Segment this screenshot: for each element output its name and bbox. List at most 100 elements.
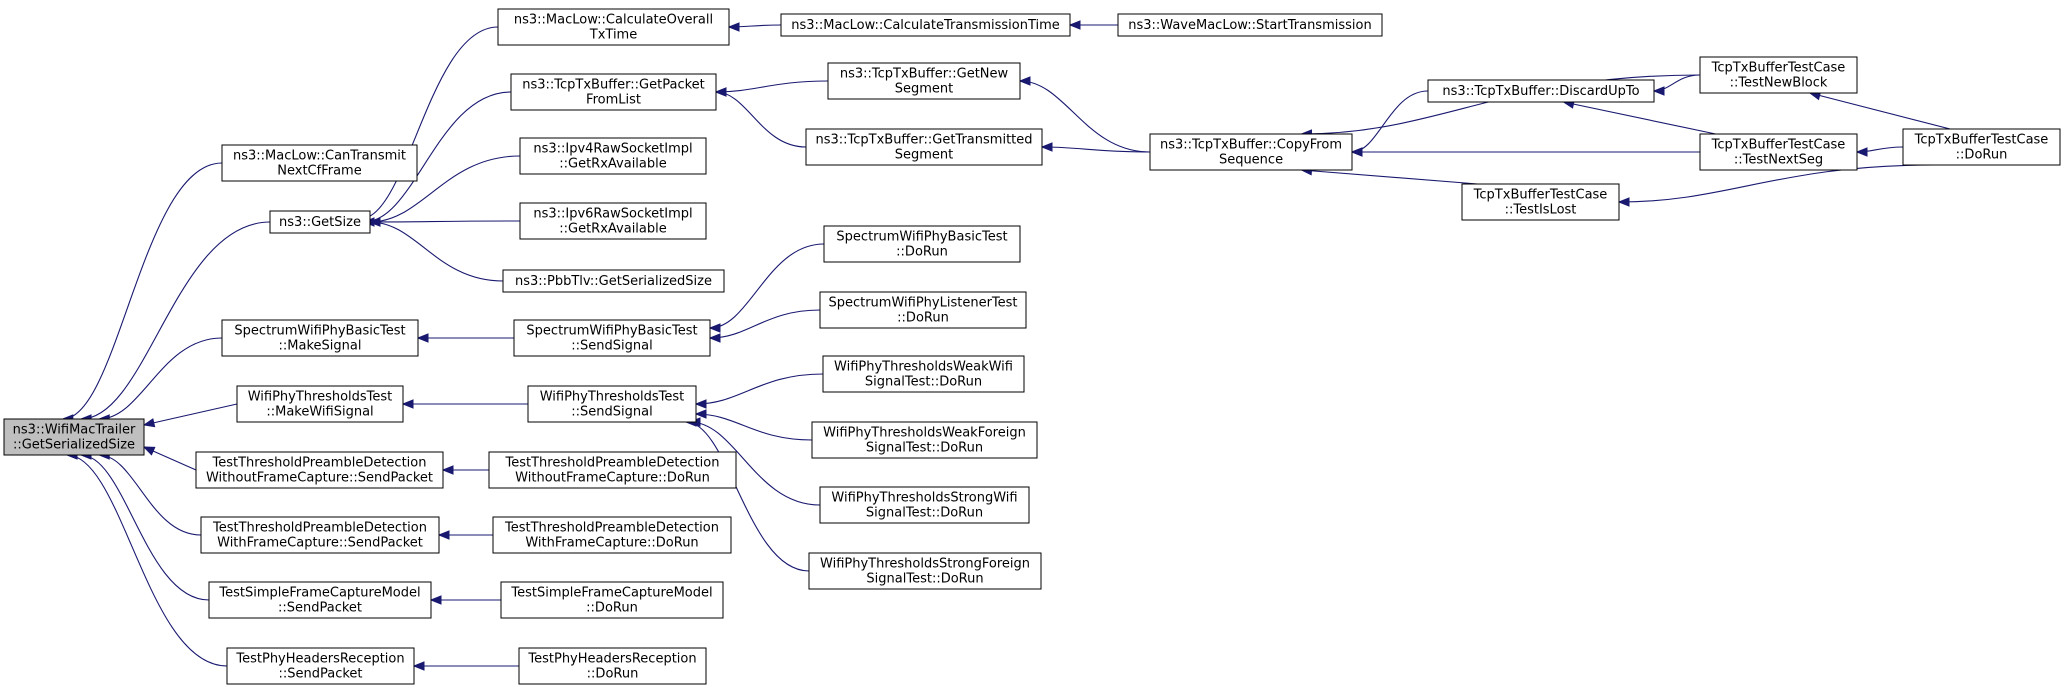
node-tpd_with_dorun[interactable]: TestThresholdPreambleDetectionWithFrameC… (492, 516, 732, 554)
edge-pbbtlv_getser-to-getsize (368, 217, 504, 282)
node-getsize[interactable]: ns3::GetSize (269, 210, 371, 234)
arrowhead-icon (437, 530, 450, 540)
node-thresholds_makewifisignal[interactable]: WifiPhyThresholdsTest::MakeWifiSignal (236, 385, 404, 423)
edge-line (80, 454, 210, 601)
node-label-line: ::GetRxAvailable (559, 157, 667, 172)
node-label-line: ::DoRun (896, 245, 948, 260)
node-tpd_without_sendpacket[interactable]: TestThresholdPreambleDetectionWithoutFra… (195, 451, 444, 489)
edge-tcptx_gettransmittedsegment-to-tcptx_getpacketfromlist (714, 87, 807, 148)
edge-wavemaclow_start-to-maclow_calctransmission (1068, 20, 1118, 30)
node-tcptest_testnextseg[interactable]: TcpTxBufferTestCase::TestNextSeg (1699, 133, 1858, 171)
node-label-line: ns3::TcpTxBuffer::DiscardUpTo (1442, 84, 1639, 99)
node-label-line: ns3::WaveMacLow::StartTransmission (1128, 18, 1371, 33)
edge-line (689, 421, 821, 506)
edge-line (695, 413, 813, 441)
node-tpd_without_dorun[interactable]: TestThresholdPreambleDetectionWithoutFra… (488, 451, 737, 489)
arrowhead-icon (1855, 147, 1868, 157)
node-tsfc_sendpacket[interactable]: TestSimpleFrameCaptureModel::SendPacket (208, 581, 432, 619)
arrowhead-icon (694, 399, 707, 409)
node-box (502, 269, 725, 293)
node-tcptest_testislost[interactable]: TcpTxBufferTestCase::TestIsLost (1461, 183, 1620, 221)
node-maclow_calctransmission[interactable]: ns3::MacLow::CalculateTransmissionTime (780, 13, 1071, 37)
edge-tcptx_getnewsegment-to-tcptx_getpacketfromlist (714, 80, 829, 97)
node-box (519, 202, 707, 240)
node-pbbtlv_getser[interactable]: ns3::PbbTlv::GetSerializedSize (502, 269, 725, 293)
node-label-line: ns3::TcpTxBuffer::GetNew (840, 67, 1009, 82)
edge-line (709, 309, 821, 339)
node-spectrum_basic_dorun[interactable]: SpectrumWifiPhyBasicTest::DoRun (823, 225, 1021, 263)
edge-line (1301, 169, 1478, 185)
node-spectrum_listener_dorun[interactable]: SpectrumWifiPhyListenerTest::DoRun (819, 291, 1027, 329)
node-label-line: ::SendPacket (278, 601, 362, 616)
node-box (1699, 133, 1858, 171)
node-box (819, 486, 1030, 524)
edge-thresholds_sendsignal-to-thresholds_makewifisignal (401, 399, 529, 409)
node-label-line: TcpTxBufferTestCase (1914, 133, 2049, 148)
node-ipv4raw_getrx[interactable]: ns3::Ipv4RawSocketImpl::GetRxAvailable (519, 137, 707, 175)
node-box (519, 137, 707, 175)
node-thr_strongwifi[interactable]: WifiPhyThresholdsStrongWifiSignalTest::D… (819, 486, 1030, 524)
node-box (1149, 133, 1353, 171)
node-label-line: NextCfFrame (277, 164, 361, 179)
arrowhead-icon (714, 87, 727, 97)
node-label-line: TcpTxBufferTestCase (1473, 188, 1608, 203)
node-box (195, 451, 444, 489)
node-thr_strongforeign[interactable]: WifiPhyThresholdsStrongForeignSignalTest… (808, 552, 1042, 590)
node-label-line: ns3::Ipv4RawSocketImpl (533, 142, 692, 157)
node-tcptest_testnewblock[interactable]: TcpTxBufferTestCase::TestNewBlock (1699, 56, 1858, 94)
node-wavemaclow_start[interactable]: ns3::WaveMacLow::StartTransmission (1117, 13, 1383, 37)
edge-tcptest_dorun-to-tcptest_testnextseg (1855, 146, 1904, 157)
node-thresholds_sendsignal[interactable]: WifiPhyThresholdsTest::SendSignal (527, 385, 697, 423)
arrowhead-icon (708, 333, 721, 343)
node-spectrum_makesignal[interactable]: SpectrumWifiPhyBasicTest::MakeSignal (221, 319, 419, 357)
edge-tpd_without_dorun-to-tpd_without_sendpacket (441, 465, 489, 475)
edge-line (80, 221, 271, 420)
node-label-line: ::SendPacket (278, 667, 362, 682)
node-label-line: ::SendSignal (571, 405, 652, 420)
edge-line (695, 373, 824, 405)
node-label-line: TcpTxBufferTestCase (1711, 138, 1846, 153)
edge-line (715, 80, 829, 93)
edge-tpd_with_sendpacket-to-root (97, 450, 202, 536)
node-label-line: TcpTxBufferTestCase (1711, 61, 1846, 76)
node-root[interactable]: ns3::WifiMacTrailer::GetSerializedSize (3, 418, 145, 456)
edge-line (1809, 92, 1951, 130)
arrowhead-icon (1652, 86, 1665, 96)
edge-tcptx_copyfromsequence-to-tcptx_getnewsegment (1018, 76, 1151, 153)
node-spectrum_sendsignal[interactable]: SpectrumWifiPhyBasicTest::SendSignal (513, 319, 711, 357)
edge-thr_weakwifi-to-thresholds_sendsignal (694, 373, 824, 409)
edge-line (363, 91, 512, 223)
node-label-line: ns3::PbbTlv::GetSerializedSize (515, 274, 712, 289)
node-label-line: ns3::MacLow::CalculateOverall (514, 13, 713, 28)
node-tpd_with_sendpacket[interactable]: TestThresholdPreambleDetectionWithFrameC… (200, 516, 440, 554)
node-label-line: ns3::GetSize (279, 215, 361, 230)
node-tphr_sendpacket[interactable]: TestPhyHeadersReception::SendPacket (226, 647, 415, 685)
node-label-line: SignalTest::DoRun (866, 441, 983, 456)
edge-spectrum_sendsignal-to-spectrum_makesignal (416, 333, 515, 343)
node-ipv6raw_getrx[interactable]: ns3::Ipv6RawSocketImpl::GetRxAvailable (519, 202, 707, 240)
node-box (269, 210, 371, 234)
edge-spectrum_basic_dorun-to-spectrum_sendsignal (708, 243, 825, 333)
node-tcptest_dorun[interactable]: TcpTxBufferTestCase::DoRun (1902, 128, 2061, 166)
node-label-line: ::GetSerializedSize (13, 438, 135, 453)
edge-tsfc_sendpacket-to-root (79, 450, 210, 601)
node-box (497, 8, 730, 46)
arrowhead-icon (368, 217, 381, 227)
node-label-line: TestSimpleFrameCaptureModel (218, 586, 420, 601)
edge-tcptx_copyfromsequence-to-tcptx_gettransmittedsegment (1040, 142, 1151, 153)
node-thr_weakforeign[interactable]: WifiPhyThresholdsWeakForeignSignalTest::… (811, 421, 1038, 459)
node-label-line: ns3::MacLow::CanTransmit (233, 149, 406, 164)
node-label-line: WithFrameCapture::DoRun (525, 536, 698, 551)
node-tcptx_discardupto[interactable]: ns3::TcpTxBuffer::DiscardUpTo (1427, 79, 1655, 103)
edge-line (99, 454, 202, 536)
node-tsfc_dorun[interactable]: TestSimpleFrameCaptureModel::DoRun (500, 581, 724, 619)
node-tphr_dorun[interactable]: TestPhyHeadersReception::DoRun (518, 647, 707, 685)
node-thr_weakwifi[interactable]: WifiPhyThresholdsWeakWifiSignalTest::DoR… (822, 355, 1025, 393)
